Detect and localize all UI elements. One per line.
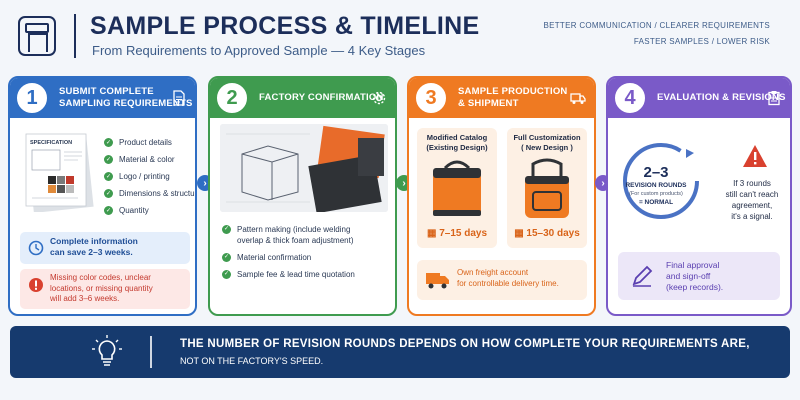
stage-4-header: 4 EVALUATION & REVISIONS bbox=[608, 78, 790, 118]
cooler-bag-illustration bbox=[433, 160, 481, 216]
header-divider bbox=[74, 14, 76, 58]
clipboard-icon bbox=[768, 91, 780, 106]
option-full-customization: Full Customization( New Design ) ▦ 15–30… bbox=[507, 128, 587, 248]
list-item: ✓Product details bbox=[104, 138, 172, 147]
stage-4-card: 4 EVALUATION & REVISIONS 2–3 REVISION RO… bbox=[606, 76, 792, 316]
banner-main-text: THE NUMBER OF REVISION ROUNDS DEPENDS ON… bbox=[180, 338, 750, 350]
check-icon: ✓ bbox=[222, 270, 231, 279]
list-item: ✓Dimensions & structure bbox=[104, 189, 197, 198]
truck-icon bbox=[570, 93, 586, 104]
warning-triangle-icon bbox=[743, 145, 767, 167]
list-item: ✓Quantity bbox=[104, 206, 149, 215]
revision-rounds-label: REVISION ROUNDS bbox=[625, 182, 687, 189]
stage-3-header: 3 SAMPLE PRODUCTION& SHIPMENT bbox=[409, 78, 594, 118]
revision-rounds-note: (For custom products) bbox=[629, 191, 683, 197]
lead-time-modified: ▦ 7–15 days bbox=[426, 228, 488, 239]
check-icon: ✓ bbox=[222, 253, 231, 262]
gear-icon bbox=[372, 91, 386, 105]
check-icon: ✓ bbox=[104, 155, 113, 164]
stage-3-number: 3 bbox=[413, 80, 449, 116]
calendar-icon: ▦ bbox=[514, 228, 527, 239]
lightbulb-icon bbox=[92, 335, 122, 366]
stage-3-title: SAMPLE PRODUCTION& SHIPMENT bbox=[458, 86, 568, 109]
page-title: SAMPLE PROCESS & TIMELINE bbox=[90, 12, 480, 40]
stage-2-number: 2 bbox=[214, 80, 250, 116]
stage-4-title: EVALUATION & REVISIONS bbox=[657, 92, 786, 103]
page-subtitle: From Requirements to Approved Sample — 4… bbox=[92, 43, 426, 58]
stage-4-number: 4 bbox=[612, 80, 648, 116]
pen-icon bbox=[632, 265, 653, 287]
material-sample-photo bbox=[220, 124, 388, 212]
box-icon bbox=[18, 16, 56, 56]
stage-2-title: FACTORY CONFIRMATION bbox=[259, 92, 384, 103]
list-item: ✓Sample fee & lead time quotation bbox=[222, 270, 355, 279]
delivery-truck-icon bbox=[426, 273, 449, 289]
banner-sub-text: NOT ON THE FACTORY'S SPEED. bbox=[180, 356, 324, 366]
tagline-1: BETTER COMMUNICATION / CLEARER REQUIREME… bbox=[543, 21, 770, 30]
option-modified-catalog: Modified Catalog(Existing Design) ▦ 7–15… bbox=[417, 128, 497, 248]
spec-sheet-label: SPECIFICATION bbox=[30, 140, 72, 146]
check-icon: ✓ bbox=[104, 206, 113, 215]
stage-2-header: 2 FACTORY CONFIRMATION bbox=[210, 78, 395, 118]
check-icon: ✓ bbox=[222, 225, 231, 234]
stage-1-checklist: ✓Product details ✓Material & color ✓Logo… bbox=[104, 134, 197, 219]
lead-time-custom: ▦ 15–30 days bbox=[514, 228, 580, 239]
revision-rounds-count: 2–3 bbox=[643, 164, 669, 181]
list-item: ✓Material confirmation bbox=[222, 253, 312, 262]
revision-cycle-icon bbox=[623, 143, 699, 219]
banner-divider bbox=[150, 336, 152, 368]
list-item: ✓Material & color bbox=[104, 155, 175, 164]
warning-icon bbox=[29, 278, 43, 292]
clock-icon bbox=[28, 240, 44, 256]
stage-2-card: 2 FACTORY CONFIRMATION ✓Pattern making (… bbox=[208, 76, 397, 316]
revision-rounds-normal: = NORMAL bbox=[638, 199, 674, 206]
stage-3-card: 3 SAMPLE PRODUCTION& SHIPMENT Modified C… bbox=[407, 76, 596, 316]
calendar-icon: ▦ bbox=[426, 228, 440, 239]
header: SAMPLE PROCESS & TIMELINE From Requireme… bbox=[0, 0, 800, 72]
specification-sheet-illustration: SPECIFICATION bbox=[25, 133, 94, 212]
key-insight-banner: THE NUMBER OF REVISION ROUNDS DEPENDS ON… bbox=[10, 326, 790, 378]
document-icon bbox=[173, 90, 185, 106]
backpack-cooler-illustration bbox=[525, 158, 569, 218]
stage-1-number: 1 bbox=[14, 80, 50, 116]
check-icon: ✓ bbox=[104, 172, 113, 181]
list-item: ✓Logo / printing bbox=[104, 172, 170, 181]
check-icon: ✓ bbox=[104, 138, 113, 147]
check-icon: ✓ bbox=[104, 189, 113, 198]
tagline-2: FASTER SAMPLES / LOWER RISK bbox=[633, 37, 770, 46]
